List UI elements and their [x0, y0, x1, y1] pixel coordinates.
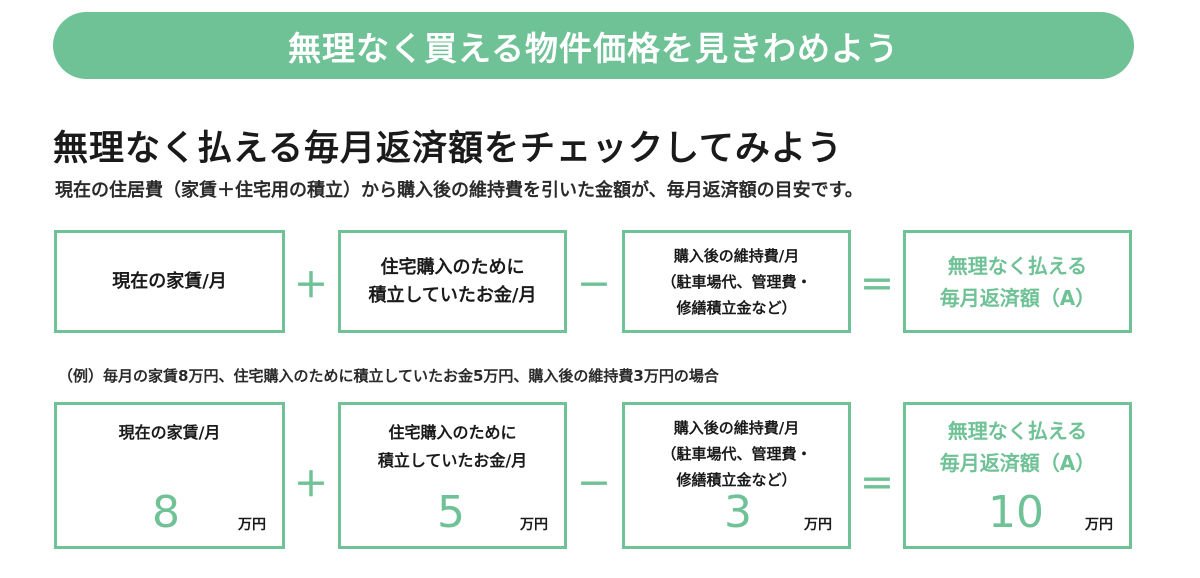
formula-box-current-rent: 現在の家賃/月 — [54, 230, 285, 333]
formula-box-label: 住宅購入のために 積立していたお金/月 — [368, 256, 537, 306]
equals-operator: ＝ — [860, 266, 894, 306]
plus-operator: ＋ — [294, 465, 328, 505]
example-box-unit: 万円 — [1085, 517, 1113, 533]
example-caption: （例）毎月の家賃8万円、住宅購入のために積立していたお金5万円、購入後の維持費3… — [58, 367, 719, 385]
formula-box-label: 購入後の維持費/月 （駐車場代、管理費・ 修繕積立金など） — [661, 246, 812, 317]
example-box-value: 5 — [437, 487, 465, 538]
example-box-label: 住宅購入のために 積立していたお金/月 — [377, 423, 528, 470]
plus-operator: ＋ — [294, 266, 328, 306]
example-box-label: 購入後の維持費/月 （駐車場代、管理費・ 修繕積立金など） — [661, 419, 812, 489]
example-box-label: 現在の家賃/月 — [118, 423, 221, 442]
formula-box-label: 無理なく払える 毎月返済額（A） — [939, 253, 1096, 310]
equals-operator: ＝ — [860, 465, 894, 505]
formula-box-result: 無理なく払える 毎月返済額（A） — [903, 230, 1132, 333]
example-box-unit: 万円 — [804, 517, 832, 533]
section-description: 現在の住居費（家賃＋住宅用の積立）から購入後の維持費を引いた金額が、毎月返済額の… — [55, 180, 863, 201]
page-banner: 無理なく買える物件価格を見きわめよう — [53, 12, 1134, 79]
example-box-value: 8 — [152, 487, 180, 538]
example-box-savings: 住宅購入のために 積立していたお金/月 5 万円 — [338, 402, 567, 549]
minus-operator: － — [577, 266, 611, 306]
example-box-value: 10 — [988, 487, 1044, 538]
example-box-unit: 万円 — [520, 517, 548, 533]
section-heading: 無理なく払える毎月返済額をチェックしてみよう — [53, 129, 843, 169]
minus-operator: － — [577, 465, 611, 505]
formula-box-label: 現在の家賃/月 — [112, 270, 227, 292]
example-box-current-rent: 現在の家賃/月 8 万円 — [54, 402, 285, 549]
example-box-unit: 万円 — [238, 517, 266, 533]
example-box-value: 3 — [724, 487, 752, 538]
formula-box-maintenance: 購入後の維持費/月 （駐車場代、管理費・ 修繕積立金など） — [622, 230, 851, 333]
example-box-maintenance: 購入後の維持費/月 （駐車場代、管理費・ 修繕積立金など） 3 万円 — [622, 402, 851, 549]
example-box-result: 無理なく払える 毎月返済額（A） 10 万円 — [903, 402, 1132, 549]
example-box-label: 無理なく払える 毎月返済額（A） — [939, 419, 1096, 475]
formula-box-savings: 住宅購入のために 積立していたお金/月 — [338, 230, 567, 333]
banner-title: 無理なく買える物件価格を見きわめよう — [287, 28, 899, 68]
